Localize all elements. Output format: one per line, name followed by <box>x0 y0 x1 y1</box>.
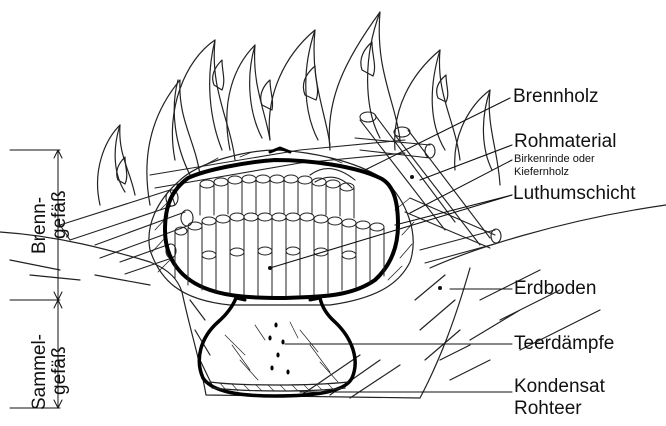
tar-vapour <box>225 322 338 382</box>
firewood <box>60 112 501 274</box>
label-rohmaterial-note-1: Birkenrinde oder <box>514 153 595 165</box>
ground <box>0 205 666 398</box>
label-brennholz: Brennholz <box>513 86 599 108</box>
label-kondensat: Kondensat <box>514 376 605 398</box>
label-rohmaterial-note-2: Kiefernholz <box>514 166 569 178</box>
label-rohmaterial: Rohmaterial <box>514 131 616 153</box>
label-rohteer: Rohteer <box>514 398 582 420</box>
raw-material-logs <box>175 175 384 296</box>
dim-sammel-line1: Sammel- <box>30 334 49 410</box>
lower-vessel <box>199 298 355 396</box>
neck-right <box>310 298 320 300</box>
flames <box>98 12 500 205</box>
condensate <box>210 382 348 391</box>
drops <box>268 323 289 375</box>
dim-brenn-line1: Brenn- <box>30 197 49 254</box>
label-erdboden: Erdboden <box>514 278 596 300</box>
neck-left <box>236 298 245 300</box>
dim-brenn-line2: gefäß <box>50 190 69 239</box>
label-teerdaempfe: Teerdämpfe <box>514 333 614 355</box>
dim-sammel-line2: gefäß <box>50 346 69 395</box>
label-luthumschicht: Luthumschicht <box>513 183 636 205</box>
leader-lines <box>270 98 512 392</box>
